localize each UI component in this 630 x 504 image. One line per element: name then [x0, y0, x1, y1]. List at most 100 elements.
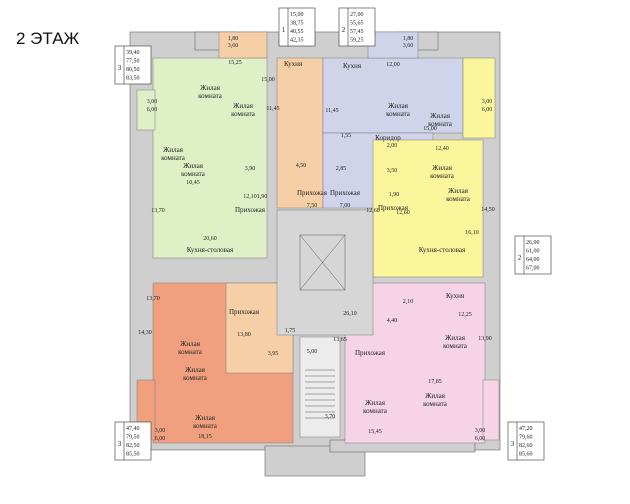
room-label: Прихожая: [330, 189, 361, 197]
room-label: Жилая: [365, 399, 386, 407]
apartment-area-line: 57,45: [350, 29, 364, 35]
apartment-green: [136, 57, 268, 259]
room-area: 12,10: [243, 194, 257, 200]
room-area: 15,45: [368, 429, 382, 435]
room-area: 13,80: [237, 332, 251, 338]
apartment-area-line: 55,65: [350, 21, 364, 27]
room-label: комната: [446, 195, 471, 203]
room-area: 13,65: [333, 337, 347, 343]
apartment-area-line: 39,40: [126, 50, 140, 56]
core-stairs-elevator: [276, 209, 374, 438]
room-labels: Жилаякомната15,25Жилаякомната15,00Жилаяк…: [138, 60, 495, 440]
area-number: 2,85: [336, 166, 347, 172]
area-number: 1,90: [257, 194, 268, 200]
room-label: Жилая: [388, 102, 409, 110]
room-label: Жилая: [445, 334, 466, 342]
area-number: 3,70: [325, 414, 336, 420]
area-number: 6,00: [147, 107, 158, 113]
area-number: 3,60: [403, 43, 414, 49]
apartment-area-line: 26,90: [526, 240, 540, 246]
apartment-room-count: 2: [518, 254, 522, 262]
area-number: 3,95: [268, 351, 279, 357]
room-label: комната: [423, 400, 448, 408]
floor-title: 2 ЭТАЖ: [16, 29, 80, 48]
room-label: комната: [443, 342, 468, 350]
room-area: 10,45: [186, 180, 200, 186]
room-label: Кухня: [446, 292, 465, 300]
room-label: Кухня: [343, 62, 362, 70]
room-label: Прихожая: [229, 308, 260, 316]
area-number: 1,80: [228, 36, 239, 42]
room-label: Кухня: [284, 60, 303, 68]
room-area: 7,50: [307, 203, 318, 209]
area-number: 4,40: [387, 318, 398, 324]
room-area: 12,60: [366, 208, 380, 214]
room-area: 20,60: [203, 236, 217, 242]
area-number: 1,90: [389, 192, 400, 198]
room-label: Прихожая: [297, 189, 328, 197]
room-area: 12,00: [386, 62, 400, 68]
area-number: 13,70: [146, 296, 160, 302]
room-label: комната: [428, 120, 453, 128]
room-area: 16,10: [465, 230, 479, 236]
area-number: 2,00: [387, 143, 398, 149]
room-label: Прихожая: [235, 206, 266, 214]
room-label: Жилая: [195, 414, 216, 422]
apartment-area-line: 27,00: [350, 12, 364, 18]
apartment-info-boxes: 339,4077,5080,5083,50115,0038,7540,5542,…: [114, 7, 552, 461]
room-label: Коридор: [375, 134, 401, 142]
area-number: 1,55: [341, 133, 352, 139]
area-number: 3,00: [155, 428, 166, 434]
apartment-area-line: 15,00: [290, 12, 304, 18]
area-number: 26,10: [343, 311, 357, 317]
area-number: 3,00: [475, 428, 486, 434]
area-number: 3,00: [147, 99, 158, 105]
area-number: 3,50: [387, 168, 398, 174]
area-number: 1,75: [285, 328, 296, 334]
apartment-orange: [136, 282, 294, 444]
apartment-area-line: 61,00: [526, 249, 540, 255]
apartment-area-line: 40,55: [290, 29, 304, 35]
apartment-room-count: 3: [118, 440, 122, 448]
room-label: Жилая: [200, 84, 221, 92]
apartment-area-line: 77,50: [126, 59, 140, 65]
room-label: комната: [363, 407, 388, 415]
room-area: 17,85: [428, 379, 442, 385]
apartment-yellow: [372, 57, 496, 278]
area-number: 4,50: [296, 163, 307, 169]
room-label: комната: [178, 348, 203, 356]
room-area: 15,00: [261, 77, 275, 83]
apartment-area-line: 82,60: [519, 443, 533, 449]
room-area: 13,90: [478, 336, 492, 342]
apartment-area-line: 79,60: [519, 435, 533, 441]
apartment-area-line: 38,75: [290, 21, 304, 27]
room-label: Жилая: [183, 162, 204, 170]
area-number: 13,70: [151, 208, 165, 214]
area-number: 12,60: [396, 210, 410, 216]
area-number: 6,00: [155, 436, 166, 442]
area-number: 3,60: [228, 43, 239, 49]
room-label: Жилая: [425, 392, 446, 400]
apartment-room-count: 3: [118, 64, 122, 72]
room-label: комната: [183, 374, 208, 382]
room-label: Жилая: [432, 164, 453, 172]
room-area: 15,25: [228, 60, 242, 66]
apartment-area-line: 82,50: [126, 443, 140, 449]
room-area: 7,00: [340, 203, 351, 209]
room-area: 15,00: [423, 126, 437, 132]
room-label: Кухня-столовая: [187, 246, 234, 254]
room-label: Жилая: [233, 102, 254, 110]
room-label: Жилая: [430, 112, 451, 120]
apartment-area-line: 85,60: [519, 452, 533, 458]
apartment-area-line: 79,50: [126, 435, 140, 441]
area-numbers: 3,006,001,803,601,803,603,006,003,901,90…: [146, 36, 492, 442]
area-number: 6,00: [482, 107, 493, 113]
apartment-area-line: 47,40: [126, 426, 140, 432]
apartment-room-count: 1: [282, 26, 286, 34]
